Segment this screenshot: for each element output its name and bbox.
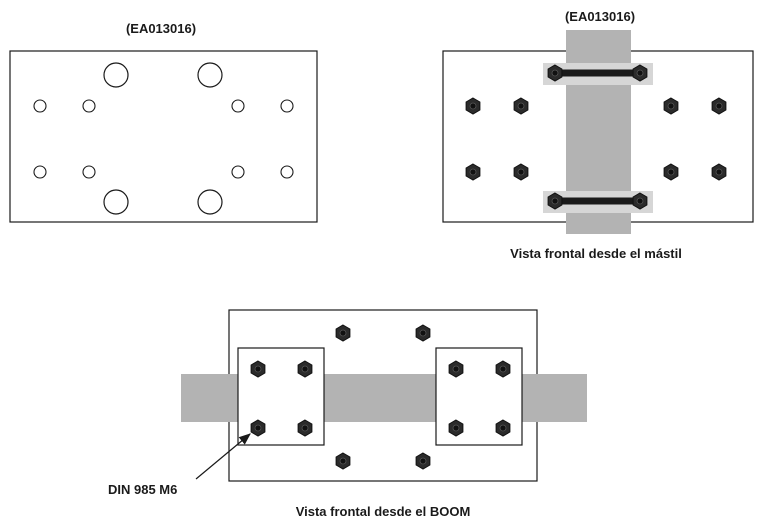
nut-icon <box>547 64 563 82</box>
leader-arrow-icon <box>195 433 251 480</box>
small-hole-icon <box>231 99 245 113</box>
caption-mast: Vista frontal desde el mástil <box>510 246 682 261</box>
small-hole-icon <box>231 165 245 179</box>
nut-icon <box>335 452 351 470</box>
nut-icon <box>448 419 464 437</box>
boom-front-view: DIN 985 M6 Vista frontal desde el BOOM <box>108 309 587 519</box>
nut-icon <box>297 360 313 378</box>
small-hole-icon <box>82 99 96 113</box>
nut-icon <box>513 97 529 115</box>
nut-icon <box>513 163 529 181</box>
nut-icon <box>415 452 431 470</box>
nut-icon <box>632 192 648 210</box>
large-hole-icon <box>197 189 223 215</box>
nut-icon <box>547 192 563 210</box>
nut-icon <box>335 324 351 342</box>
nut-icon <box>415 324 431 342</box>
nut-icon <box>711 97 727 115</box>
nut-icon <box>297 419 313 437</box>
small-hole-icon <box>280 99 294 113</box>
nut-icon <box>250 360 266 378</box>
small-hole-icon <box>33 99 47 113</box>
nut-icon <box>448 360 464 378</box>
nut-icon <box>663 97 679 115</box>
small-hole-icon <box>280 165 294 179</box>
nut-icon <box>465 163 481 181</box>
caption-boom: Vista frontal desde el BOOM <box>296 504 471 519</box>
nut-icon <box>632 64 648 82</box>
nut-icon <box>711 163 727 181</box>
nut-icon <box>495 360 511 378</box>
large-hole-icon <box>103 62 129 88</box>
plate-holes-view: (EA013016) <box>9 21 318 223</box>
large-hole-icon <box>197 62 223 88</box>
small-hole-icon <box>33 165 47 179</box>
nut-icon <box>663 163 679 181</box>
code-label-left: (EA013016) <box>126 21 196 36</box>
code-label-right: (EA013016) <box>565 9 635 24</box>
mast-front-view: (EA013016) Vista frontal desde el mástil <box>442 9 754 261</box>
small-hole-icon <box>82 165 96 179</box>
plate-outline-left <box>9 50 318 223</box>
nut-icon <box>465 97 481 115</box>
nut-icon <box>250 419 266 437</box>
nut-icon <box>495 419 511 437</box>
fastener-label: DIN 985 M6 <box>108 482 177 497</box>
large-hole-icon <box>103 189 129 215</box>
